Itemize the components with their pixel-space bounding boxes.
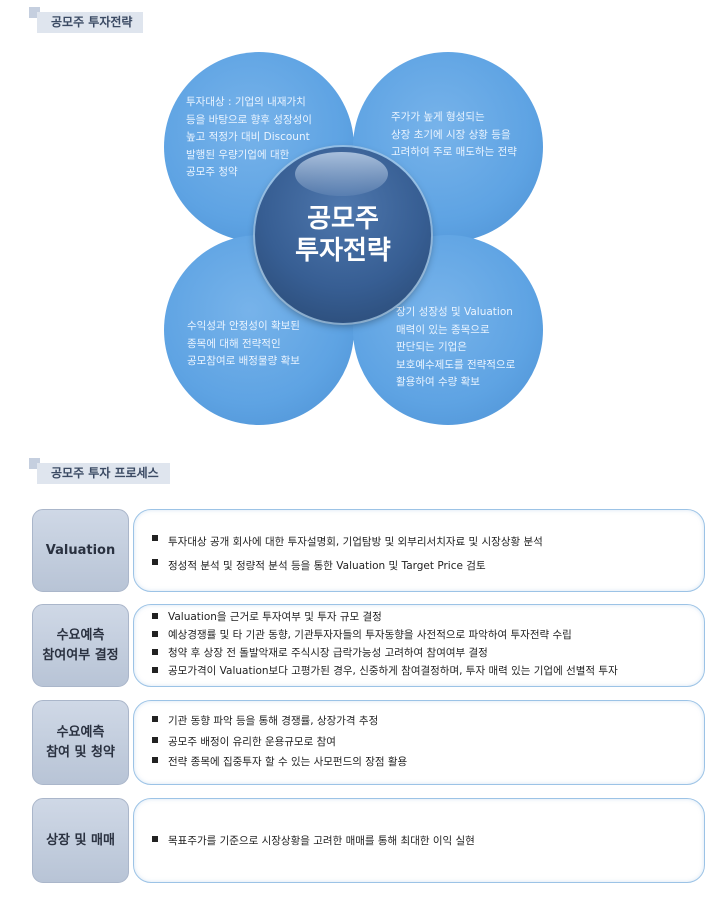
bullet-list: 기관 동향 파악 등을 통해 경쟁률, 상장가격 추정 공모주 배정이 유리한 …: [152, 711, 407, 773]
step-label-line: 수요예측: [56, 627, 105, 643]
petal-line: 높고 적정가 대비 Discount: [186, 131, 310, 143]
petal-line: 공모참여로 배정물량 확보: [187, 355, 300, 367]
step-label-line: 상장 및 매매: [46, 832, 115, 848]
section-title: 공모주 투자 프로세스: [37, 463, 170, 484]
center-title-line1: 공모주: [307, 204, 379, 234]
step-label-line: 참여여부 결정: [42, 647, 119, 663]
step-label-line: 수요예측: [56, 724, 105, 740]
bullet-item: 공모주 배정이 유리한 운용규모로 참여: [152, 732, 407, 753]
bullet-item: 청약 후 상장 전 돌발악재로 주식시장 급락가능성 고려하여 참여여부 결정: [152, 644, 618, 662]
bullet-item: 예상경쟁률 및 타 기관 동향, 기관투자자들의 투자동향을 사전적으로 파악하…: [152, 626, 618, 644]
petal-line: 장기 성장성 및 Valuation: [396, 306, 513, 318]
header-marker-square: [29, 7, 40, 18]
petal-line: 판단되는 기업은: [396, 341, 467, 353]
petal-line: 활용하여 수량 확보: [396, 376, 480, 388]
step-label: 상장 및 매매: [32, 798, 129, 883]
process-step-listing-trading: 상장 및 매매 목표주가를 기준으로 시장상황을 고려한 매매를 통해 최대한 …: [32, 798, 706, 883]
petal-line: 발행된 우량기업에 대한: [186, 148, 290, 161]
bullet-list: 투자대상 공개 회사에 대한 투자설명회, 기업탐방 및 외부리서치자료 및 시…: [152, 530, 543, 578]
petal-text-bottom-right: 장기 성장성 및 Valuation 매력이 있는 종목으로 판단되는 기업은 …: [396, 304, 515, 392]
bullet-item: 정성적 분석 및 정량적 분석 등을 통한 Valuation 및 Target…: [152, 554, 543, 578]
petal-line: 투자대상 : 기업의 내재가치: [186, 96, 306, 108]
step-label: 수요예측 참여 및 청약: [32, 700, 129, 785]
bullet-item: 전략 종목에 집중투자 할 수 있는 사모펀드의 장점 활용: [152, 752, 407, 773]
petal-line: 수익성과 안정성이 확보된: [187, 320, 300, 332]
petal-text-top-right: 주가가 높게 형성되는 상장 초기에 시장 상황 등을 고려하여 주로 매도하는…: [391, 109, 517, 162]
process-step-valuation: Valuation 투자대상 공개 회사에 대한 투자설명회, 기업탐방 및 외…: [32, 509, 706, 592]
petal-line: 공모주 청약: [186, 166, 238, 178]
step-content: 투자대상 공개 회사에 대한 투자설명회, 기업탐방 및 외부리서치자료 및 시…: [133, 509, 705, 592]
step-label-line: 참여 및 청약: [46, 744, 115, 760]
section-title: 공모주 투자전략: [37, 12, 144, 33]
process-step-demand-subscription: 수요예측 참여 및 청약 기관 동향 파악 등을 통해 경쟁률, 상장가격 추정…: [32, 700, 706, 785]
bullet-item: 투자대상 공개 회사에 대한 투자설명회, 기업탐방 및 외부리서치자료 및 시…: [152, 530, 543, 554]
petal-line: 보호예수제도를 전략적으로: [396, 358, 516, 371]
step-content: 기관 동향 파악 등을 통해 경쟁률, 상장가격 추정 공모주 배정이 유리한 …: [133, 700, 705, 785]
petal-text-top-left: 투자대상 : 기업의 내재가치 등을 바탕으로 향후 성장성이 높고 적정가 대…: [186, 94, 312, 182]
step-label: Valuation: [32, 509, 129, 592]
bullet-list: 목표주가를 기준으로 시장상황을 고려한 매매를 통해 최대한 이익 실현: [152, 831, 475, 851]
petal-line: 종목에 대해 전략적인: [187, 337, 281, 350]
petal-line: 고려하여 주로 매도하는 전략: [391, 146, 517, 158]
process-step-demand-decision: 수요예측 참여여부 결정 Valuation을 근거로 투자여부 및 투자 규모…: [32, 604, 706, 687]
petal-text-bottom-left: 수익성과 안정성이 확보된 종목에 대해 전략적인 공모참여로 배정물량 확보: [187, 318, 300, 371]
bullet-item: 공모가격이 Valuation보다 고평가된 경우, 신중하게 참여결정하며, …: [152, 662, 618, 680]
petal-line: 주가가 높게 형성되는: [391, 111, 485, 123]
center-gloss: [295, 152, 388, 196]
petal-line: 매력이 있는 종목으로: [396, 323, 490, 336]
bullet-item: 목표주가를 기준으로 시장상황을 고려한 매매를 통해 최대한 이익 실현: [152, 831, 475, 851]
step-content: 목표주가를 기준으로 시장상황을 고려한 매매를 통해 최대한 이익 실현: [133, 798, 705, 883]
center-title-line2: 투자전략: [295, 236, 391, 266]
petal-line: 등을 바탕으로 향후 성장성이: [186, 113, 312, 126]
center-circle: 공모주 투자전략: [255, 147, 431, 323]
bullet-item: Valuation을 근거로 투자여부 및 투자 규모 결정: [152, 608, 618, 626]
step-label-line: Valuation: [45, 542, 116, 558]
petal-line: 상장 초기에 시장 상황 등을: [391, 128, 511, 141]
step-content: Valuation을 근거로 투자여부 및 투자 규모 결정 예상경쟁률 및 타…: [133, 604, 705, 687]
header-marker-square: [29, 458, 40, 469]
bullet-list: Valuation을 근거로 투자여부 및 투자 규모 결정 예상경쟁률 및 타…: [152, 608, 618, 680]
step-label: 수요예측 참여여부 결정: [32, 604, 129, 687]
bullet-item: 기관 동향 파악 등을 통해 경쟁률, 상장가격 추정: [152, 711, 407, 732]
